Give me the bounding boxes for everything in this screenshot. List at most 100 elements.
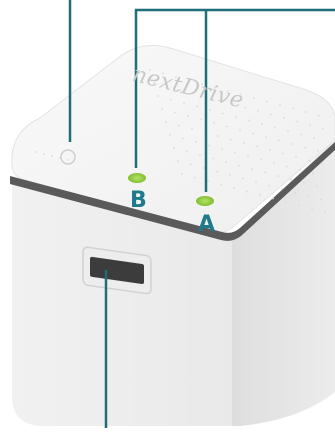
top-dot: [221, 148, 223, 150]
top-dot: [252, 132, 254, 135]
top-dot: [292, 107, 294, 110]
top-dot: [201, 83, 203, 85]
callout-line-b: [134, 8, 335, 168]
top-dot: [305, 111, 307, 113]
top-dot: [225, 161, 227, 163]
top-dot: [287, 130, 289, 132]
top-dot: [259, 194, 261, 196]
top-dot: [261, 123, 263, 125]
top-dot: [196, 105, 198, 108]
device-side-face: [232, 140, 335, 426]
top-dot: [192, 92, 194, 95]
top-dot: [182, 137, 184, 140]
top-dot: [244, 106, 246, 109]
top-dot: [283, 117, 285, 119]
top-dot: [174, 111, 176, 114]
top-dot: [316, 185, 318, 188]
top-dot: [194, 176, 196, 179]
top-dot: [260, 158, 262, 161]
top-dot: [268, 184, 270, 187]
top-dot: [277, 175, 279, 177]
top-dot: [264, 171, 266, 174]
top-dot: [181, 173, 183, 175]
indicator-a-led: [196, 196, 214, 206]
top-dot: [178, 124, 180, 127]
top-dot: [300, 133, 302, 136]
top-dot: [299, 169, 301, 171]
top-dot: [166, 85, 168, 88]
top-dot: [272, 197, 274, 200]
top-dot: [162, 72, 164, 75]
top-dot: [208, 144, 210, 147]
top-dot: [257, 110, 259, 112]
top-dot: [43, 153, 45, 155]
top-dot: [209, 109, 211, 111]
top-dot: [179, 89, 181, 91]
top-dot: [190, 163, 192, 166]
top-dot: [239, 129, 241, 131]
top-dot: [298, 204, 300, 207]
top-dot: [278, 139, 280, 142]
top-dot: [321, 163, 323, 165]
top-dot: [318, 114, 320, 117]
top-dot: [175, 76, 177, 78]
top-dot: [295, 156, 297, 158]
top-dot: [231, 103, 233, 105]
top-dot: [195, 141, 197, 143]
top-dot: [274, 126, 276, 129]
top-dot: [183, 102, 185, 104]
top-dot: [214, 86, 216, 89]
top-dot: [317, 150, 319, 152]
top-dot-pattern: [35, 69, 326, 214]
top-dot: [324, 211, 326, 214]
top-dot: [311, 208, 313, 210]
top-dot: [200, 118, 202, 121]
top-dot: [67, 159, 69, 161]
top-dot: [286, 165, 288, 168]
top-dot: [243, 142, 245, 144]
top-dot: [35, 151, 37, 153]
top-dot: [240, 93, 242, 96]
top-dot: [281, 188, 283, 190]
top-dot: [296, 120, 298, 123]
top-dot: [149, 69, 151, 71]
top-dot: [238, 164, 240, 167]
top-dot: [304, 146, 306, 149]
top-dot: [234, 151, 236, 154]
usb-port-opening: [90, 256, 144, 284]
top-dot: [285, 201, 287, 203]
top-dot: [255, 181, 257, 183]
top-dot: [191, 128, 193, 130]
top-dot: [256, 145, 258, 148]
top-dot: [308, 159, 310, 162]
top-dot: [307, 195, 309, 197]
top-dot: [266, 100, 268, 103]
top-dot: [270, 113, 272, 116]
top-dot: [230, 138, 232, 141]
top-dot: [235, 116, 237, 118]
top-dot: [222, 112, 224, 115]
top-dot: [253, 97, 255, 99]
top-dot: [312, 172, 314, 175]
top-dot: [51, 155, 53, 157]
top-dot: [157, 95, 159, 97]
callout-lines: [68, 0, 335, 428]
device-band: [10, 142, 335, 241]
top-dot: [291, 143, 293, 145]
top-dot: [233, 187, 235, 189]
top-dot: [186, 150, 188, 153]
indicator-b-led: [128, 173, 146, 183]
top-dot: [227, 90, 229, 92]
top-dot: [265, 136, 267, 138]
top-dot: [309, 124, 311, 126]
top-dot: [294, 191, 296, 194]
top-dot: [320, 198, 322, 201]
top-dot: [218, 99, 220, 102]
top-dot: [213, 122, 215, 124]
top-dot: [269, 149, 271, 151]
top-dot: [290, 178, 292, 181]
top-dot: [246, 190, 248, 193]
power-button-ring: [60, 149, 76, 165]
